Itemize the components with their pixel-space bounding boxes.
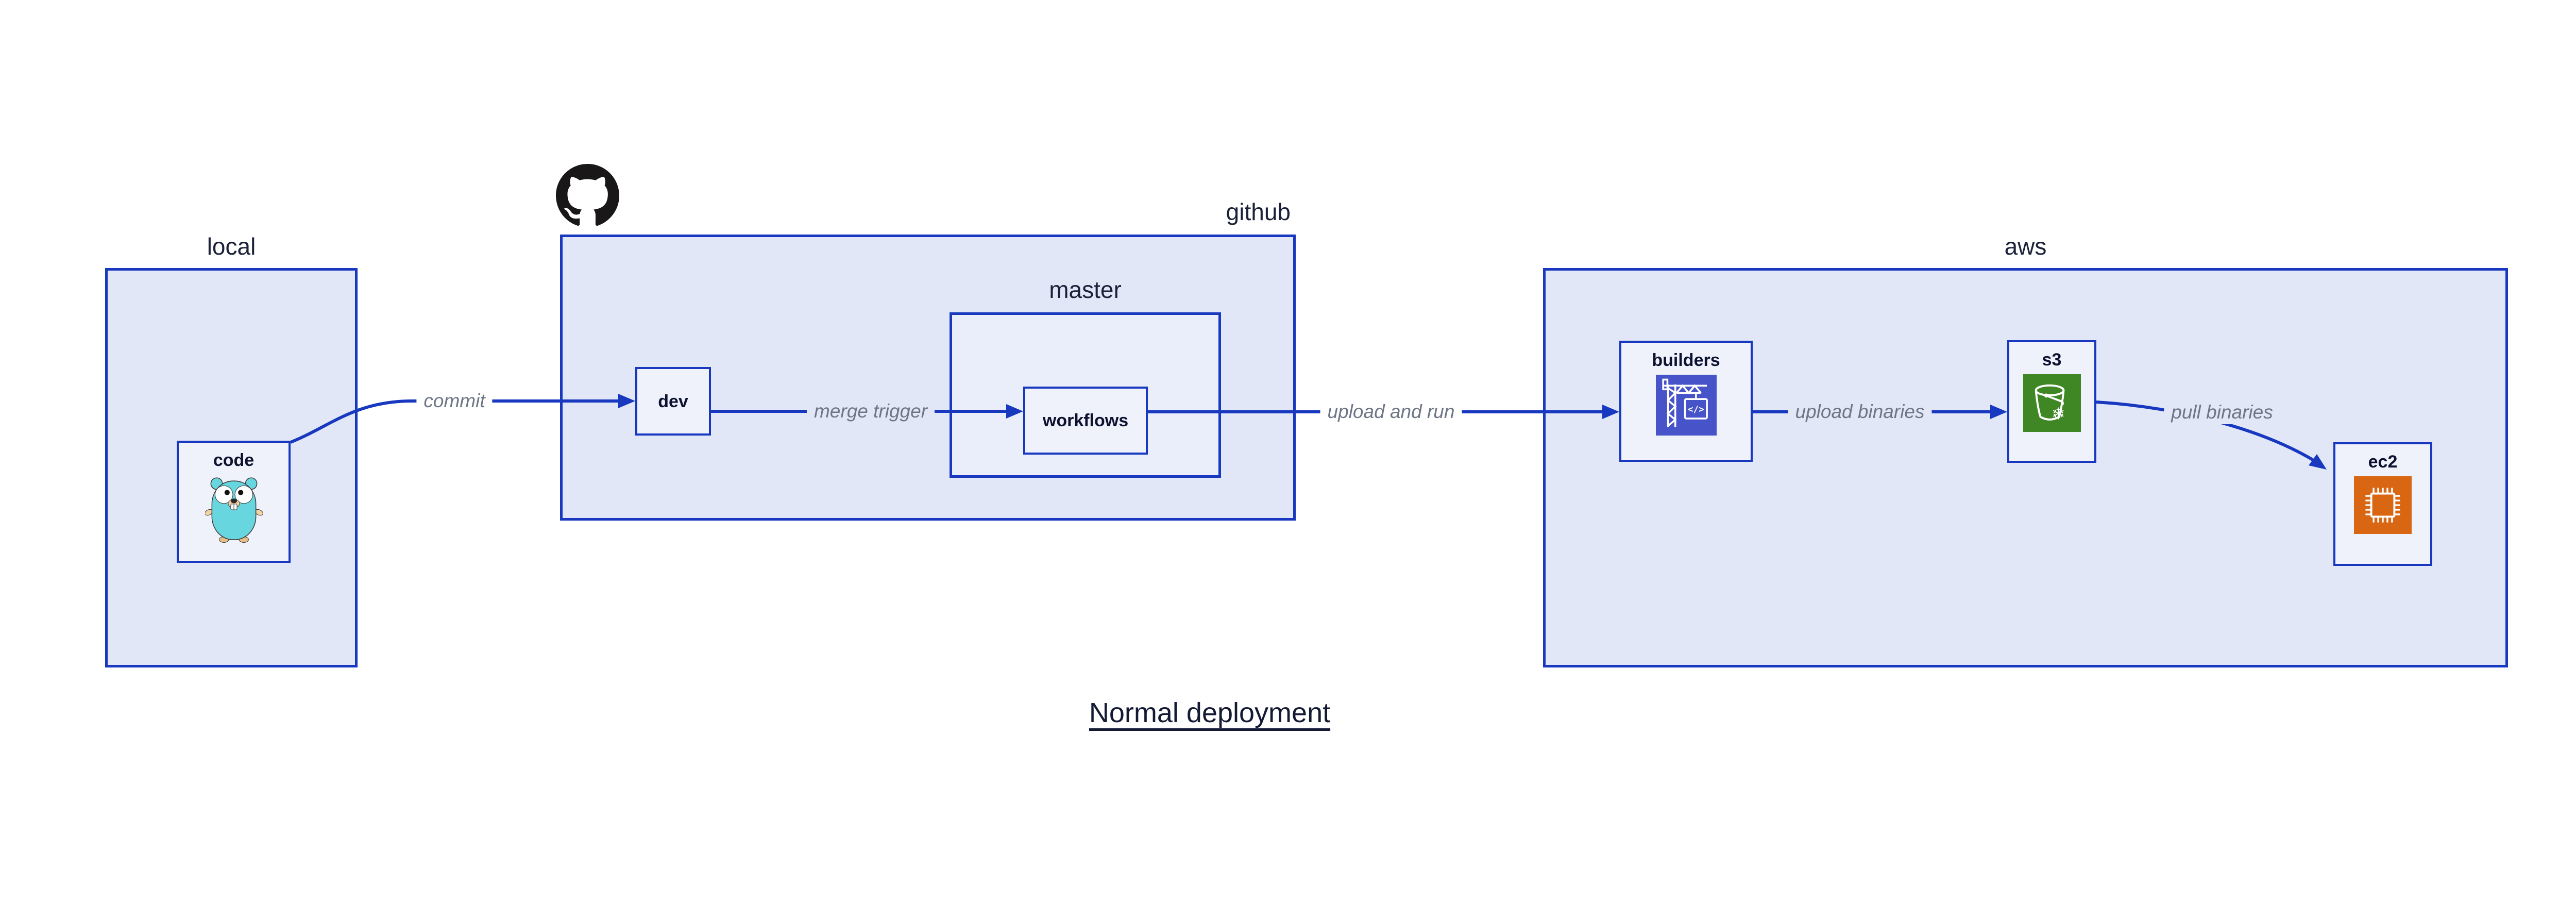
pull-binaries-edge-label: pull binaries <box>2164 400 2280 424</box>
commit-edge-line <box>290 399 618 444</box>
commit-edge-label: commit <box>416 389 493 413</box>
upload-and-run-edge-label: upload and run <box>1320 400 1462 424</box>
snowflake-glyph: ❄ <box>2052 405 2065 423</box>
pull-binaries-arrowhead <box>2309 454 2327 470</box>
builders-label: builders <box>1652 350 1720 370</box>
code-brackets-glyph: </> <box>1687 405 1704 415</box>
local-container-label: local <box>207 233 256 260</box>
builders-node: builders </> <box>1619 341 1753 462</box>
master-branch-label: master <box>1049 276 1122 303</box>
github-container-label: github <box>1226 198 1291 225</box>
merge-trigger-arrowhead <box>1006 404 1023 419</box>
aws-container-label: aws <box>2004 233 2047 260</box>
upload-binaries-arrowhead <box>1990 405 2007 419</box>
ec2-chip-icon <box>2354 476 2412 537</box>
ec2-label: ec2 <box>2368 452 2398 472</box>
merge-trigger-edge-label: merge trigger <box>806 399 935 423</box>
dev-branch-node: dev <box>635 367 711 436</box>
diagram-title: Normal deployment <box>1089 697 1331 728</box>
code-node-label: code <box>213 450 255 470</box>
s3-node: s3 ❄ <box>2007 340 2096 463</box>
dev-branch-label: dev <box>658 391 688 411</box>
codebuild-crane-icon: </> <box>1655 375 1717 438</box>
s3-glacier-bucket-icon: ❄ <box>2023 374 2081 435</box>
commit-arrowhead <box>618 394 635 408</box>
go-gopher-icon <box>204 475 263 545</box>
github-octocat-icon <box>556 164 619 227</box>
workflows-node: workflows <box>1023 387 1148 455</box>
workflows-label: workflows <box>1042 411 1129 430</box>
upload-and-run-arrowhead <box>1602 405 1619 419</box>
code-node: code <box>177 441 291 563</box>
upload-binaries-edge-label: upload binaries <box>1788 400 1932 424</box>
ec2-node: ec2 <box>2333 442 2432 566</box>
s3-label: s3 <box>2042 350 2062 370</box>
